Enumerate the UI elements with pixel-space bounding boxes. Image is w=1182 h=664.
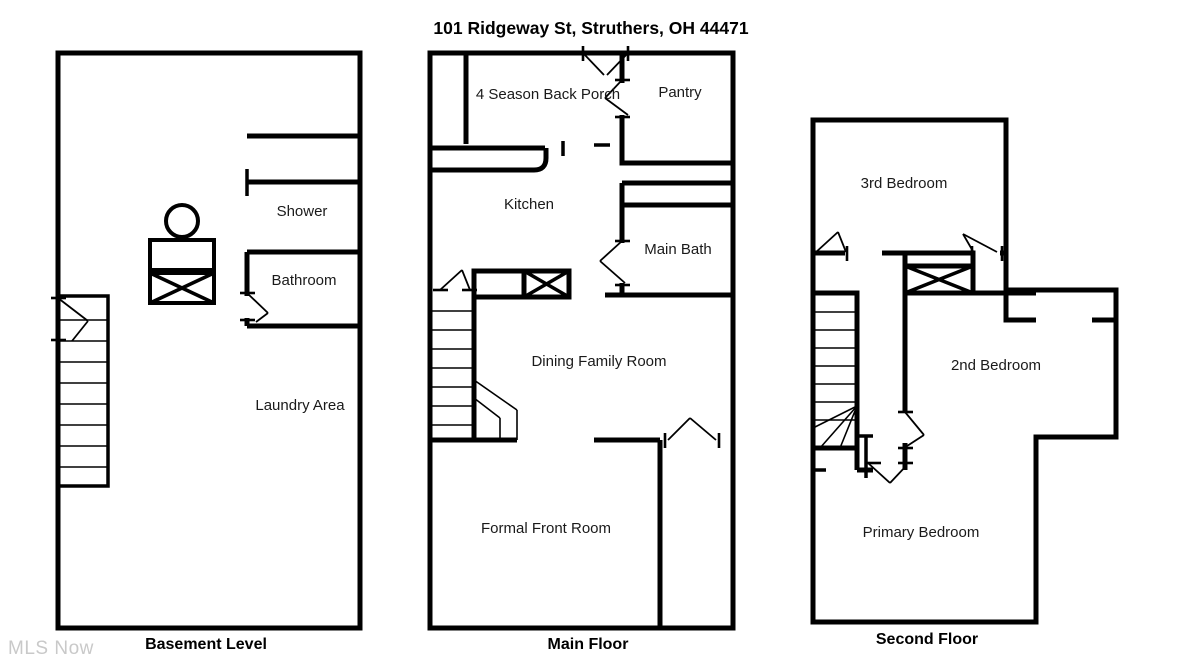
- room-label-main-bath: Main Bath: [644, 241, 712, 258]
- second-floor-stair-winders: [812, 405, 858, 449]
- room-label-formal-front-room: Formal Front Room: [481, 520, 611, 537]
- main-floor-exterior-wall: [427, 50, 736, 631]
- second-floor-linen-closet: [902, 250, 976, 296]
- second-bedroom-door: [898, 410, 925, 450]
- basement-stair-door: [51, 296, 89, 342]
- appliance-icon: [148, 271, 216, 305]
- room-label-shower: Shower: [277, 203, 328, 220]
- basement-stair-enclosure: [58, 294, 110, 488]
- main-floor-closet: [471, 268, 572, 300]
- room-label-primary-bedroom: Primary Bedroom: [863, 524, 980, 541]
- room-label-bathroom: Bathroom: [271, 272, 336, 289]
- room-label-third-bedroom: 3rd Bedroom: [861, 175, 948, 192]
- basement-level-plan: Shower Bathroom Laundry Area: [51, 50, 363, 631]
- room-label-back-porch: 4 Season Back Porch: [476, 86, 620, 103]
- main-floor-plan: 4 Season Back Porch Pantry Kitchen Main …: [427, 46, 736, 631]
- floor-caption-basement: Basement Level: [145, 636, 267, 653]
- floor-caption-second: Second Floor: [875, 631, 979, 648]
- basement-exterior-wall: [55, 50, 363, 631]
- second-floor-exterior-wall: [810, 117, 1119, 625]
- third-bedroom-left-door: [811, 231, 849, 261]
- second-floor-stair-treads: [813, 311, 857, 421]
- basement-bathroom-door: [240, 291, 269, 323]
- second-bedroom-alcove-left: [1003, 293, 1036, 323]
- furnace-icon: [148, 238, 216, 272]
- room-label-laundry-area: Laundry Area: [255, 397, 345, 414]
- page-title: 101 Ridgeway St, Struthers, OH 44471: [433, 18, 749, 38]
- basement-stair-treads: [58, 319, 108, 468]
- front-room-door: [663, 417, 721, 448]
- main-floor-stair-door: [433, 269, 477, 292]
- room-label-second-bedroom: 2nd Bedroom: [951, 357, 1041, 374]
- room-label-pantry: Pantry: [658, 84, 702, 101]
- main-floor-stair-winders: [473, 379, 518, 440]
- kitchen-counter-rounded-end: [430, 148, 549, 173]
- main-bath-door: [599, 239, 630, 287]
- room-label-kitchen: Kitchen: [504, 196, 554, 213]
- room-label-dining-family-room: Dining Family Room: [531, 353, 666, 370]
- primary-bedroom-door: [866, 461, 913, 484]
- pantry-counter: [619, 145, 733, 166]
- second-floor-plan: 3rd Bedroom 2nd Bedroom Primary Bedroom: [810, 117, 1119, 625]
- mls-watermark: MLS Now: [8, 638, 94, 659]
- floor-caption-main: Main Floor: [547, 636, 629, 653]
- second-floor-stair-enclosure: [813, 290, 860, 470]
- main-floor-stair-treads: [430, 310, 474, 426]
- pantry-door: [604, 78, 630, 119]
- third-bedroom-right-door: [962, 233, 1004, 261]
- water-heater-icon: [164, 203, 200, 239]
